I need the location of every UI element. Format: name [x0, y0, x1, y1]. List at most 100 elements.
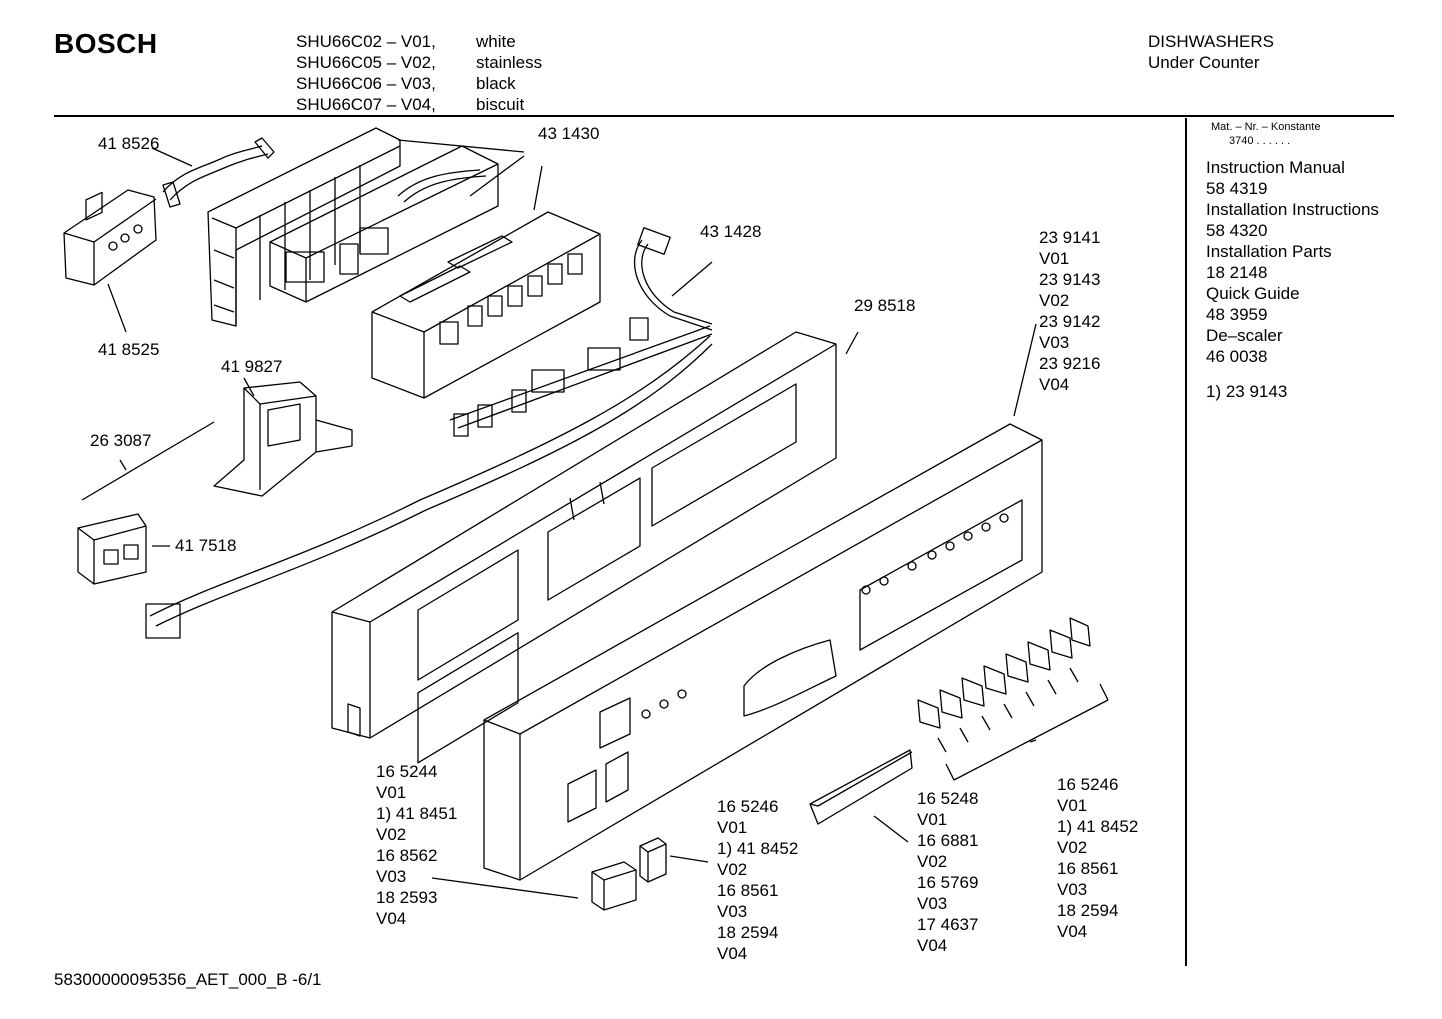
variant-line: V03: [1057, 880, 1088, 899]
subcategory: Under Counter: [1148, 53, 1260, 72]
variant-line: V03: [376, 867, 407, 886]
variant-line: V04: [376, 909, 407, 928]
doc-number: 58 4320: [1206, 221, 1268, 240]
part-label: 29 8518: [854, 296, 916, 315]
variant-line: V01: [1039, 249, 1070, 268]
variant-line: V02: [1057, 838, 1088, 857]
knob-mid-variants: 16 5246 V01 1) 41 8452 V02 16 8561 V03 1…: [717, 796, 798, 964]
variant-line: V01: [1057, 796, 1088, 815]
doc-title: De–scaler: [1206, 326, 1283, 345]
model-number: SHU66C02 – V01,: [296, 32, 436, 51]
category: DISHWASHERS: [1148, 32, 1274, 51]
inner-frame-part: [332, 332, 836, 763]
control-pcb-part: [270, 146, 498, 302]
brand-logo: BOSCH: [54, 28, 158, 59]
model-number: SHU66C05 – V02,: [296, 53, 436, 72]
variant-line: V02: [376, 825, 407, 844]
doc-number: 46 0038: [1206, 347, 1268, 366]
strip-variants: 16 5248 V01 16 6881 V02 16 5769 V03 17 4…: [917, 788, 978, 956]
part-label: 41 8525: [98, 340, 160, 359]
button-variants: 16 5246 V01 1) 41 8452 V02 16 8561 V03 1…: [1057, 774, 1138, 942]
variant-line: V01: [376, 783, 407, 802]
doc-title: Quick Guide: [1206, 284, 1300, 303]
model-color: black: [476, 74, 516, 93]
variant-line: V03: [717, 902, 748, 921]
variant-line: 23 9143: [1039, 270, 1101, 289]
mat-number-block: Mat. – Nr. – Konstante 3740 . . . . . .: [1211, 120, 1320, 148]
sidebar-rule: [1185, 118, 1187, 966]
category-block: DISHWASHERS Under Counter: [1148, 31, 1274, 73]
ribbon-cable-part: [163, 138, 274, 207]
model-color: white: [476, 32, 516, 51]
variant-line: V01: [917, 810, 948, 829]
doc-number: 58 4319: [1206, 179, 1268, 198]
doc-number: 48 3959: [1206, 305, 1268, 324]
variant-line: 16 5769: [917, 873, 979, 892]
variant-line: 18 2594: [1057, 901, 1119, 920]
variant-line: 17 4637: [917, 915, 979, 934]
button-row-part: [918, 618, 1090, 728]
variant-line: 16 5246: [1057, 775, 1119, 794]
variant-line: 16 5246: [717, 797, 779, 816]
doc-title: Instruction Manual: [1206, 158, 1345, 177]
model-row: SHU66C06 – V03, black: [296, 73, 542, 94]
variant-line: 23 9142: [1039, 312, 1101, 331]
variant-line: 16 5244: [376, 762, 438, 781]
part-label: 41 9827: [221, 357, 283, 376]
variant-line: 18 2594: [717, 923, 779, 942]
documents-list: Instruction Manual 58 4319 Installation …: [1206, 157, 1379, 402]
wire-harness-part: [146, 228, 712, 638]
footnote: 1) 23 9143: [1206, 382, 1288, 401]
variant-line: 16 8561: [1057, 859, 1119, 878]
part-label: 43 1428: [700, 222, 762, 241]
variant-line: 16 6881: [917, 831, 979, 850]
doc-title: Installation Instructions: [1206, 200, 1379, 219]
variant-line: 16 5248: [917, 789, 979, 808]
fascia-led-row: [642, 514, 1008, 718]
model-number: SHU66C07 – V04,: [296, 95, 436, 114]
variant-line: 16 8561: [717, 881, 779, 900]
variant-line: 23 9141: [1039, 228, 1101, 247]
switch-part: [78, 514, 146, 584]
model-number: SHU66C06 – V03,: [296, 74, 436, 93]
variant-line: V03: [1039, 333, 1070, 352]
doc-number: 18 2148: [1206, 263, 1268, 282]
variant-line: 1) 41 8451: [376, 804, 458, 823]
mat-value: 3740 . . . . . .: [1229, 135, 1291, 147]
part-label: 41 8526: [98, 134, 160, 153]
part-label: 43 1430: [538, 124, 600, 143]
display-module-part: [64, 190, 156, 285]
variant-line: V04: [1057, 922, 1088, 941]
model-row: SHU66C02 – V01, white: [296, 31, 542, 52]
variant-line: 1) 41 8452: [717, 839, 799, 858]
variant-line: V04: [917, 936, 948, 955]
variant-line: V03: [917, 894, 948, 913]
variant-line: 23 9216: [1039, 354, 1101, 373]
cover-strip-part: [810, 750, 912, 824]
header-rule: [54, 115, 1394, 117]
model-color: stainless: [476, 53, 543, 72]
variant-line: V04: [717, 944, 748, 963]
doc-title: Installation Parts: [1206, 242, 1332, 261]
rod-part: [82, 422, 214, 500]
housing-frame-part: [208, 128, 400, 326]
model-row: SHU66C05 – V02, stainless: [296, 52, 542, 73]
document-code: 58300000095356_AET_000_B -6/1: [54, 970, 322, 989]
model-color: biscuit: [476, 95, 525, 114]
variant-line: 18 2593: [376, 888, 438, 907]
variant-line: V01: [717, 818, 748, 837]
variant-line: 16 8562: [376, 846, 438, 865]
variant-line: 1) 41 8452: [1057, 817, 1139, 836]
knob-left-variants: 16 5244 V01 1) 41 8451 V02 16 8562 V03 1…: [376, 761, 457, 929]
variant-line: V02: [917, 852, 948, 871]
knob-mid-part: [640, 838, 666, 882]
model-row: SHU66C07 – V04, biscuit: [296, 94, 542, 115]
holder-bracket-part: [214, 382, 352, 496]
fascia-variants: 23 9141 V01 23 9143 V02 23 9142 V03 23 9…: [1039, 227, 1100, 395]
leader-lines: [108, 140, 1108, 898]
variant-line: V02: [717, 860, 748, 879]
front-fascia-part: [484, 424, 1042, 880]
electronic-module-part: [372, 212, 600, 398]
variant-line: V04: [1039, 375, 1070, 394]
